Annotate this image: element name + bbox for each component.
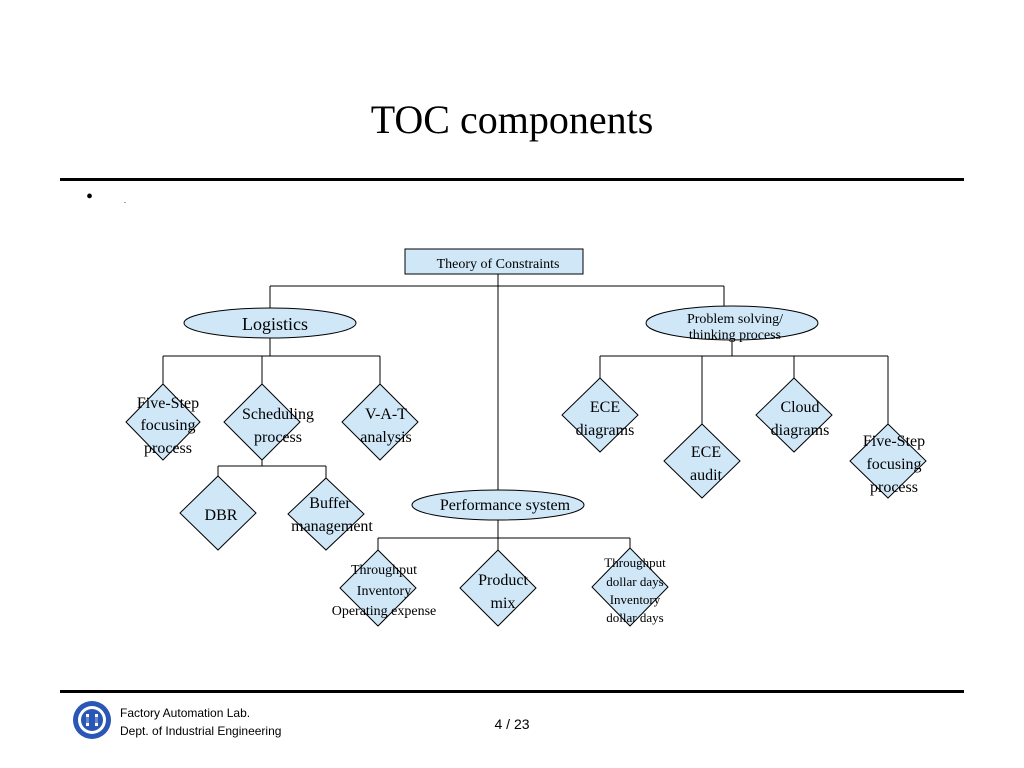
ece-diagrams-label-2: diagrams (576, 422, 635, 439)
five-step-left-label-2: focusing (140, 417, 195, 434)
product-mix-node (459, 549, 537, 627)
title-divider (60, 178, 964, 181)
buffer-label-2: management (291, 518, 373, 535)
performance-node (411, 489, 585, 521)
cloud-label-1: Cloud (780, 399, 819, 416)
five-step-right-label-2: focusing (866, 456, 921, 473)
footer-lab-name: Factory Automation Lab. (120, 706, 251, 720)
logistics-label: Logistics (242, 314, 308, 334)
performance-label: Performance system (440, 497, 571, 514)
footer-department: Dept. of Industrial Engineering (120, 724, 282, 738)
vat-label-1: V-A-T (365, 406, 407, 423)
throughput-right-node (591, 547, 669, 627)
scheduling-node (223, 383, 301, 461)
bullet-subpoint: . (124, 196, 126, 205)
throughput-right-label-3: Inventory (610, 592, 661, 607)
root-label: Theory of Constraints (437, 257, 560, 272)
buffer-label-1: Buffer (309, 495, 351, 512)
scheduling-label-2: process (254, 429, 302, 446)
five-step-right-label-1: Five-Step (863, 433, 925, 450)
throughput-right-label-4: dollar days (606, 610, 663, 625)
dbr-node (179, 475, 257, 551)
problem-solving-label-2: thinking process (689, 328, 781, 343)
connector-lines (162, 274, 889, 550)
bullet-point: • (86, 186, 94, 208)
five-step-right-label-3: process (870, 479, 918, 496)
buffer-node (287, 477, 365, 551)
throughput-right-label-2: dollar days (606, 574, 663, 589)
scheduling-label-1: Scheduling (242, 406, 314, 423)
problem-solving-label-1: Problem solving/ (687, 312, 783, 327)
vat-label-2: analysis (360, 429, 412, 446)
product-mix-label-2: mix (491, 595, 516, 612)
dbr-label: DBR (205, 507, 238, 524)
throughput-left-label-3: Operating expense (332, 604, 437, 619)
throughput-right-label-1: Throughput (604, 555, 666, 570)
ece-audit-label-1: ECE (691, 444, 721, 461)
vat-node (341, 383, 419, 461)
ece-diagrams-node (561, 377, 639, 453)
page-number: 4 / 23 (494, 716, 530, 732)
product-mix-label-1: Product (478, 572, 528, 589)
slide-title: TOC components (370, 97, 654, 142)
throughput-left-label-2: Inventory (357, 584, 411, 599)
throughput-left-node (339, 549, 417, 627)
five-step-left-node (125, 383, 201, 461)
five-step-right-node (849, 423, 927, 499)
logistics-node (183, 307, 357, 339)
five-step-left-label-3: process (144, 440, 192, 457)
root-node (404, 248, 584, 275)
problem-solving-node (645, 305, 819, 341)
university-seal-logo (73, 701, 111, 739)
ece-audit-label-2: audit (690, 467, 723, 484)
ece-audit-node (663, 423, 741, 499)
footer-divider (60, 690, 964, 693)
cloud-node (755, 377, 833, 453)
cloud-label-2: diagrams (771, 422, 830, 439)
five-step-left-label-1: Five-Step (137, 395, 199, 412)
ece-diagrams-label-1: ECE (590, 399, 620, 416)
throughput-left-label-1: Throughput (351, 563, 417, 578)
